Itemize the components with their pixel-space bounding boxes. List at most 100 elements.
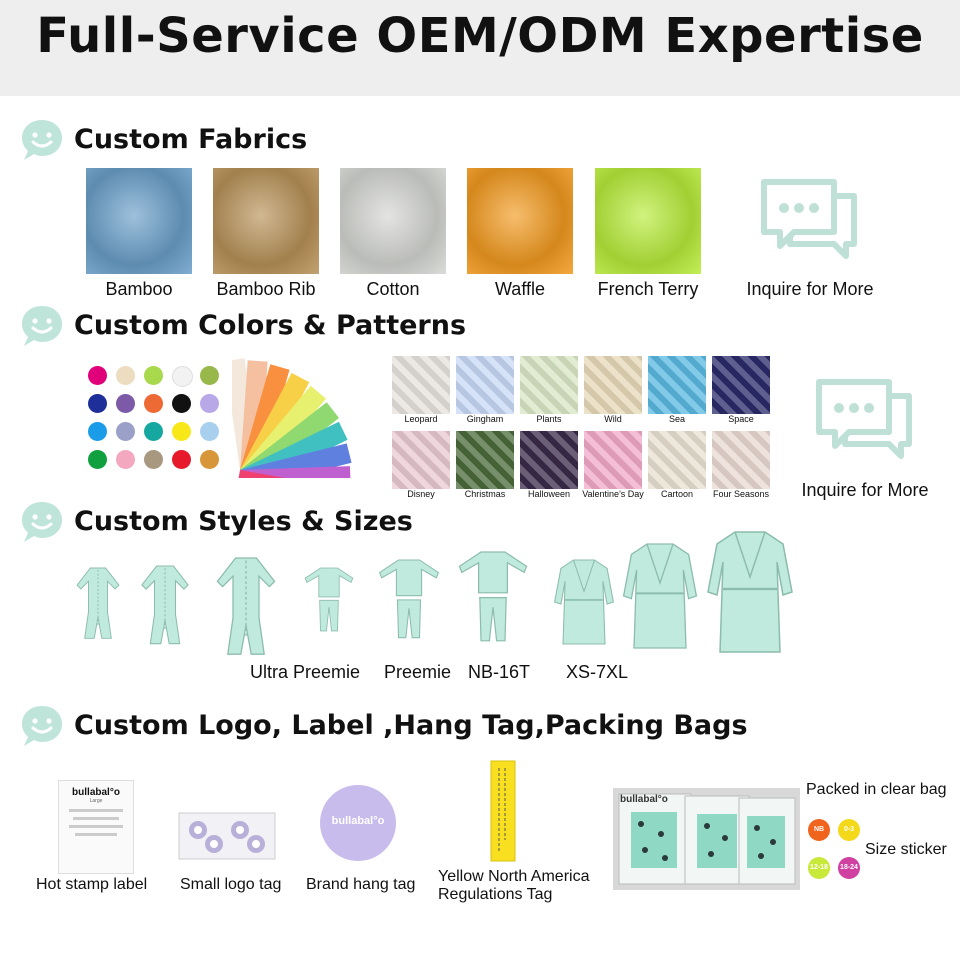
size-sticker: NB [808,819,830,841]
fabrics-inquire-label: Inquire for More [746,279,874,299]
fabric-label: French Terry [597,279,699,299]
pantone-color-fan [232,358,352,478]
fabric-swatch-waffle [467,168,573,274]
hot-stamp-size: Large [89,798,103,804]
pattern-tile-valentine-s-day [584,431,642,489]
pattern-tile-sea [648,356,706,414]
pattern-label: Leopard [404,414,438,424]
color-dot [88,394,107,413]
size-label-nb-16t: NB-16T [468,662,531,682]
color-dot [88,422,107,441]
size-label-xs-7xl: XS-7XL [566,662,629,682]
color-dot [88,366,107,385]
size-sticker: 0-3 [838,819,860,841]
section-title-styles: Custom Styles & Sizes [74,506,413,537]
garment-lineup [76,530,794,655]
robe-medium-garment [622,543,698,649]
yellow-tag-caption-line1: Yellow North America [438,868,590,885]
pattern-label: Wild [604,414,622,424]
fabric-label: Bamboo [105,279,173,299]
brand-hang-tag-image: bullabal°o [320,785,396,861]
color-dot [172,422,191,441]
page-title: Full-Service OEM/ODM Expertise [36,8,924,64]
color-dot [116,422,135,441]
color-dot [144,450,163,469]
fabric-swatch-bamboo-rib [213,168,319,274]
color-dot [200,366,219,385]
yellow-tag-caption-line2: Regulations Tag [438,886,553,903]
pattern-label: Plants [536,414,562,424]
packed-in-clear-bag-caption: Packed in clear bag [806,781,947,798]
pattern-label: Halloween [527,489,571,499]
size-sticker-caption: Size sticker [865,841,947,858]
pattern-label: Christmas [464,489,506,499]
pj-medium-garment [379,559,439,639]
pattern-label: Cartoon [660,489,694,499]
fabric-swatch-cotton [340,168,446,274]
pattern-tile-christmas [456,431,514,489]
pattern-label: Four Seasons [712,489,770,499]
size-sticker: 18-24 [838,857,860,879]
color-dot [144,422,163,441]
pattern-tile-cartoon [648,431,706,489]
sleeper-medium-garment [141,565,189,645]
color-dot [116,366,135,385]
pattern-tile-plants [520,356,578,414]
color-dot [200,450,219,469]
pattern-tile-gingham [456,356,514,414]
color-dot [116,450,135,469]
pattern-label: Sea [668,414,685,424]
header-bar [0,0,960,96]
color-dot [116,394,135,413]
sleeper-large-garment [216,557,276,655]
small-logo-tag-image [178,812,276,860]
smiley-bubble-icon [22,306,62,346]
size-label-preemie: Preemie [384,662,452,682]
size-label-ultra-preemie: Ultra Preemie [250,662,361,682]
color-dot [200,394,219,413]
yellow-regulations-tag-image [490,760,516,862]
small-logo-tag-caption: Small logo tag [180,876,282,893]
pattern-tile-four-seasons [712,431,770,489]
color-dot [88,450,107,469]
color-dot [172,450,191,469]
pj-large-garment [458,551,528,642]
chat-bubbles-icon [761,179,857,259]
section-title-logo: Custom Logo, Label ,Hang Tag,Packing Bag… [74,710,748,741]
smiley-bubble-icon [22,706,62,746]
chat-bubbles-icon [816,379,912,459]
hot-stamp-label-image: bullabal°o Large [58,780,134,874]
section-title-colors: Custom Colors & Patterns [74,310,467,341]
hot-stamp-brand: bullabal°o [72,787,120,798]
fabric-label: Cotton [366,279,420,299]
brand-hang-tag-caption: Brand hang tag [306,876,416,893]
pattern-label: Valentine's Day [582,489,644,499]
pattern-label: Disney [407,489,435,499]
fabric-swatch-bamboo [86,168,192,274]
pj-small-garment [304,567,354,632]
color-dot [144,394,163,413]
fabric-label: Waffle [494,279,546,299]
fabric-label: Bamboo Rib [216,279,316,299]
section-title-fabrics: Custom Fabrics [74,124,308,155]
smiley-bubble-icon [22,120,62,160]
robe-large-garment [706,530,794,654]
color-dot [172,394,191,413]
color-dot [172,366,193,387]
sleeper-small-garment [76,567,120,639]
pattern-tile-space [712,356,770,414]
pattern-label: Gingham [466,414,504,424]
robe-small-garment [553,559,615,645]
pattern-tile-leopard [392,356,450,414]
patterns-inquire-label: Inquire for More [801,480,929,500]
pattern-label: Space [728,414,754,424]
smiley-bubble-icon [22,502,62,542]
pattern-tile-wild [584,356,642,414]
color-dot [200,422,219,441]
bag-brand: bullabal°o [620,794,668,805]
hang-tag-brand: bullabal°o [331,815,385,827]
pattern-tile-disney [392,431,450,489]
fabric-swatch-french-terry [595,168,701,274]
color-dot [144,366,163,385]
clear-packing-bags-image [613,788,800,890]
